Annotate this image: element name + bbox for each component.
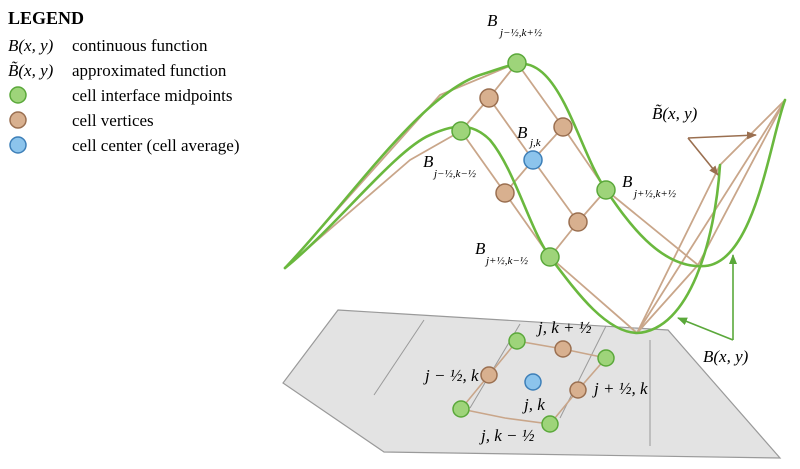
label-continuous-b: B(x, y)	[703, 347, 749, 366]
plane-midpoint-top	[508, 332, 526, 350]
legend-text-approx: approximated function	[72, 61, 227, 80]
plane-midpoint-bottom	[541, 415, 559, 433]
continuous-function-curves	[283, 62, 787, 335]
grid-label-top: j, k + ½	[536, 318, 592, 337]
legend-text-continuous: continuous function	[72, 36, 208, 55]
interface-midpoint-top	[507, 53, 527, 73]
plane-center	[524, 373, 542, 391]
plane-labels: j, k + ½ j − ½, k j, k j + ½, k j, k − ½	[423, 318, 648, 445]
label-b-bottom: B	[475, 239, 486, 258]
cell-vertex-3	[495, 183, 515, 203]
interface-midpoint-left	[451, 121, 471, 141]
label-b-top: B	[487, 11, 498, 30]
plane-midpoint-left	[452, 400, 470, 418]
grid-label-bottom: j, k − ½	[479, 426, 535, 445]
tilde-arrows	[687, 131, 757, 176]
grid-label-right: j + ½, k	[592, 379, 648, 398]
label-b-bottom-sub: j+½,k−½	[484, 255, 528, 267]
label-b-left-sub: j−½,k−½	[432, 168, 476, 180]
plane-vertex-left	[480, 366, 498, 384]
cell-center	[523, 150, 543, 170]
cell-vertex-4	[568, 212, 588, 232]
label-tilde-b: B̃(x, y)	[652, 104, 698, 123]
label-b-right: B	[622, 172, 633, 191]
label-b-left: B	[423, 152, 434, 171]
plane-vertex-top	[554, 340, 572, 358]
cell-vertex-2	[553, 117, 573, 137]
plane-vertex-right	[569, 381, 587, 399]
legend: LEGEND B(x, y) continuous function B̃(x,…	[8, 8, 240, 155]
cell-vertex-1	[479, 88, 499, 108]
plane-midpoint-right	[597, 349, 615, 367]
interface-midpoint-right	[596, 180, 616, 200]
surface-labels: B j−½,k+½ B j,k B j−½,k−½ B j+½,k+½ B j+…	[423, 11, 749, 366]
legend-title: LEGEND	[8, 8, 84, 28]
legend-tan-marker	[9, 111, 27, 129]
grid-label-left: j − ½, k	[423, 366, 479, 385]
label-b-center: B	[517, 123, 528, 142]
plane-nodes	[452, 332, 615, 433]
grid-label-center: j, k	[522, 395, 545, 414]
label-b-top-sub: j−½,k+½	[498, 27, 542, 39]
continuous-arrows	[677, 254, 737, 341]
legend-symbol-continuous: B(x, y)	[8, 36, 54, 55]
legend-text-midpoints: cell interface midpoints	[72, 86, 233, 105]
label-b-center-sub: j,k	[528, 137, 542, 149]
surface-nodes	[451, 53, 616, 267]
label-b-right-sub: j+½,k+½	[632, 188, 676, 200]
approx-mesh	[284, 62, 786, 334]
legend-blue-marker	[9, 136, 27, 154]
legend-text-center: cell center (cell average)	[72, 136, 240, 155]
legend-text-vertices: cell vertices	[72, 111, 154, 130]
legend-green-marker	[9, 86, 27, 104]
interface-midpoint-bottom	[540, 247, 560, 267]
legend-symbol-approx: B̃(x, y)	[8, 61, 54, 80]
